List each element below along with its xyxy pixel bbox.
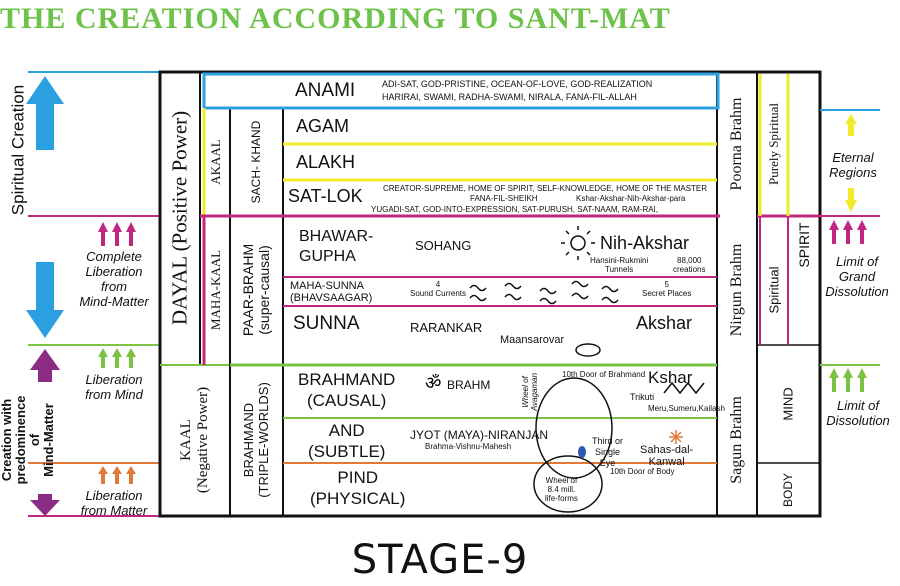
sound-current-waves <box>469 280 619 305</box>
mind-label: MIND <box>780 387 796 421</box>
liberation-matter-label: Liberation from Matter <box>80 488 148 518</box>
stage-label: STAGE-9 <box>351 537 529 583</box>
nirgun-brahm-label: Nirgun Brahm <box>728 243 745 337</box>
poorna-brahm-label: Poorna Brahm <box>728 97 745 191</box>
sahas-label: Sahas-dal-Kanwal <box>640 444 694 468</box>
akaal-label: AKAAL <box>208 139 223 185</box>
anami-name: ANAMI <box>295 80 356 101</box>
sat-lok-name: SAT-LOK <box>288 186 363 206</box>
kshar-label: Kshar <box>648 368 693 387</box>
eternal-up-arrow-icon <box>845 114 857 136</box>
creation-mind-matter-label: Creation with predominence of Mind-Matte… <box>0 395 56 485</box>
bhawar-name: BHAWAR-GUPHA <box>299 228 374 265</box>
trikuti-label: Trikuti <box>630 392 655 402</box>
spirit-label: SPIRIT <box>796 222 812 268</box>
liberation-matter-arrows-icon <box>98 466 136 484</box>
spiritual-creation-arrow-up <box>26 76 64 150</box>
sat-lok-desc-1: CREATOR-SUPREME, HOME OF SPIRIT, SELF-KN… <box>383 184 708 193</box>
sunna-name: SUNNA <box>293 313 360 334</box>
sat-lok-desc-4: YUGADI-SAT, GOD-INTO-EXPRESSION, SAT-PUR… <box>371 205 658 214</box>
anami-desc-2: HARIRAI, SWAMI, RADHA-SWAMI, NIRALA, FAN… <box>382 92 637 102</box>
alakh-name: ALAKH <box>296 152 356 172</box>
anami-desc-1: ADI-SAT, GOD-PRISTINE, OCEAN-OF-LOVE, GO… <box>382 79 653 89</box>
mind-matter-arrow-down <box>30 494 60 516</box>
purely-spiritual-label: Purely Spiritual <box>766 103 781 185</box>
mind-matter-arrow-up <box>30 349 60 382</box>
mountain-icon <box>663 381 705 395</box>
meru-label: Meru,Sumeru,Kailash <box>648 404 725 413</box>
dayal-label: DAYAL (Positive Power) <box>167 110 192 326</box>
eternal-down-arrow-icon <box>845 188 857 212</box>
brahmand-label: BRAHMAND(TRIPLE-WORLDS) <box>241 382 271 498</box>
sat-lok-desc-3: Kshar-Akshar-Nih-Akshar-para <box>576 194 686 203</box>
om-icon: ॐ <box>425 373 441 393</box>
grand-dissolution-arrows-icon <box>829 220 867 244</box>
rarankar-label: RARANKAR <box>410 320 483 335</box>
body-label: BODY <box>781 472 795 508</box>
sagun-brahm-label: Sagun Brahm <box>728 396 745 484</box>
liberation-mind-label: Liberation from Mind <box>85 372 143 402</box>
wheel-of-avagaman <box>535 377 613 479</box>
agam-name: AGAM <box>296 116 350 136</box>
maha-sunna-name: MAHA-SUNNA(BHAVSAAGAR) <box>290 280 373 304</box>
jyot-label: JYOT (MAYA)-NIRANJAN <box>410 428 549 442</box>
lake-icon <box>575 343 601 357</box>
kaal-label: KAAL(Negative Power) <box>178 386 211 494</box>
spiritual-creation-arrow-down <box>26 262 64 338</box>
maha-kaal-label: MAHA-KAAL <box>208 249 223 331</box>
spiritual-creation-label: Spiritual Creation <box>8 84 28 216</box>
paar-brahm-label: PAAR-BRAHM(super-causal) <box>240 243 272 337</box>
sohang-label: SOHANG <box>415 238 472 253</box>
nih-akshar-label: Nih-Akshar <box>600 233 690 253</box>
sat-lok-desc-2: FANA-FIL-SHEIKH <box>470 194 538 203</box>
dissolution-arrows-icon <box>829 368 867 392</box>
wheel-of-life-forms <box>533 455 603 513</box>
pind-name: PIND(PHYSICAL) <box>310 468 406 508</box>
lotus-icon <box>669 430 683 444</box>
page-title: THE CREATION ACCORDING TO SANT-MAT <box>0 2 671 35</box>
spiritual-label: Spiritual <box>766 266 782 314</box>
complete-liberation-label: Complete Liberation from Mind-Matter <box>79 249 149 309</box>
liberation-mind-arrows-icon <box>98 348 136 368</box>
brahm-label: BRAHM <box>447 378 491 392</box>
bvm-label: Brahma-Vishnu-Mahesh <box>425 442 512 451</box>
akshar-label: Akshar <box>636 313 693 333</box>
door-body-label: 10th Door of Body <box>610 467 675 476</box>
sach-khand-label: SACH- KHAND <box>249 120 263 204</box>
brahmand-causal-name: BRAHMAND(CAUSAL) <box>298 370 396 410</box>
complete-liberation-arrows-icon <box>98 222 136 246</box>
door-brahmand-label: 10th Door of Brahmand <box>562 370 646 379</box>
sun-icon <box>561 226 595 260</box>
maansarovar-label: Maansarovar <box>500 334 565 346</box>
third-eye-icon <box>578 446 586 458</box>
subtle-name: AND(SUBTLE) <box>308 421 386 461</box>
